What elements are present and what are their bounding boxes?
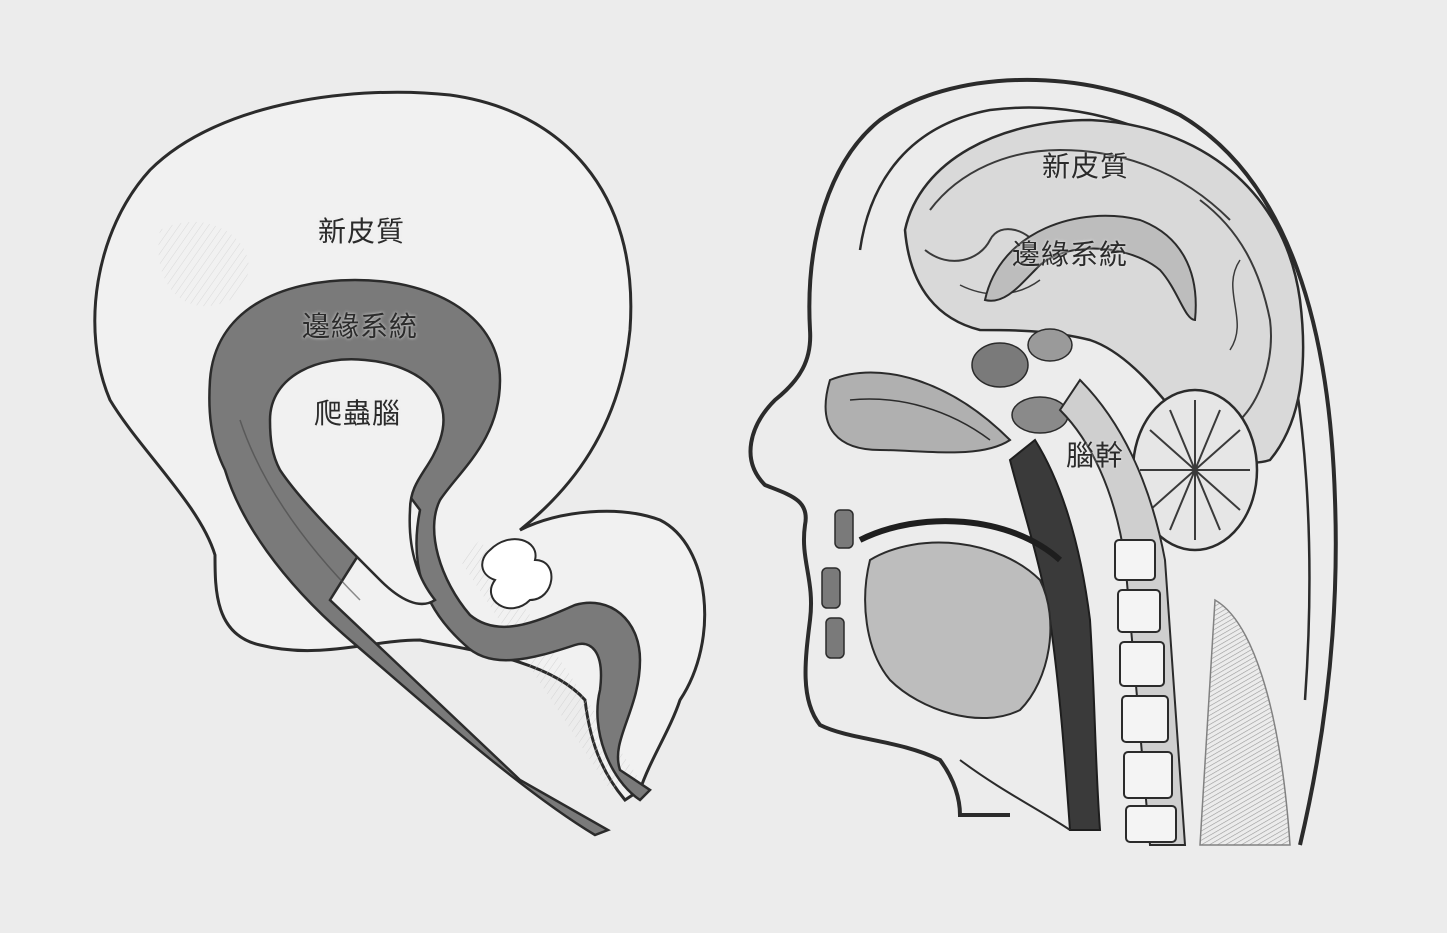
pons-blob	[1011, 396, 1069, 434]
head-outline	[748, 77, 1338, 846]
cerebrum	[903, 118, 1305, 464]
nasal-cavity	[824, 371, 1012, 454]
right-label-brainstem: 腦幹	[1066, 439, 1125, 472]
thalamus-blob-2	[1027, 328, 1073, 362]
left-label-neocortex: 新皮質	[318, 215, 406, 248]
left-bulb	[481, 538, 553, 610]
right-limbic-arc	[983, 214, 1197, 322]
left-triune-brain-diagram	[93, 90, 707, 837]
right-head-cross-section	[748, 77, 1338, 846]
vertebrae	[1114, 539, 1177, 843]
teeth	[821, 509, 854, 659]
left-label-limbic: 邊緣系統	[302, 310, 419, 343]
tongue	[864, 541, 1052, 719]
pharynx	[1008, 438, 1102, 831]
right-label-limbic: 邊緣系統	[1012, 238, 1129, 271]
left-label-reptilian: 爬蟲腦	[314, 397, 402, 430]
thalamus-blob-1	[971, 342, 1029, 388]
neck-muscle	[1199, 598, 1291, 846]
right-label-neocortex: 新皮質	[1042, 150, 1130, 183]
cerebellum	[1131, 388, 1259, 552]
left-shading-1	[158, 221, 249, 307]
left-reptilian-core	[268, 358, 445, 606]
